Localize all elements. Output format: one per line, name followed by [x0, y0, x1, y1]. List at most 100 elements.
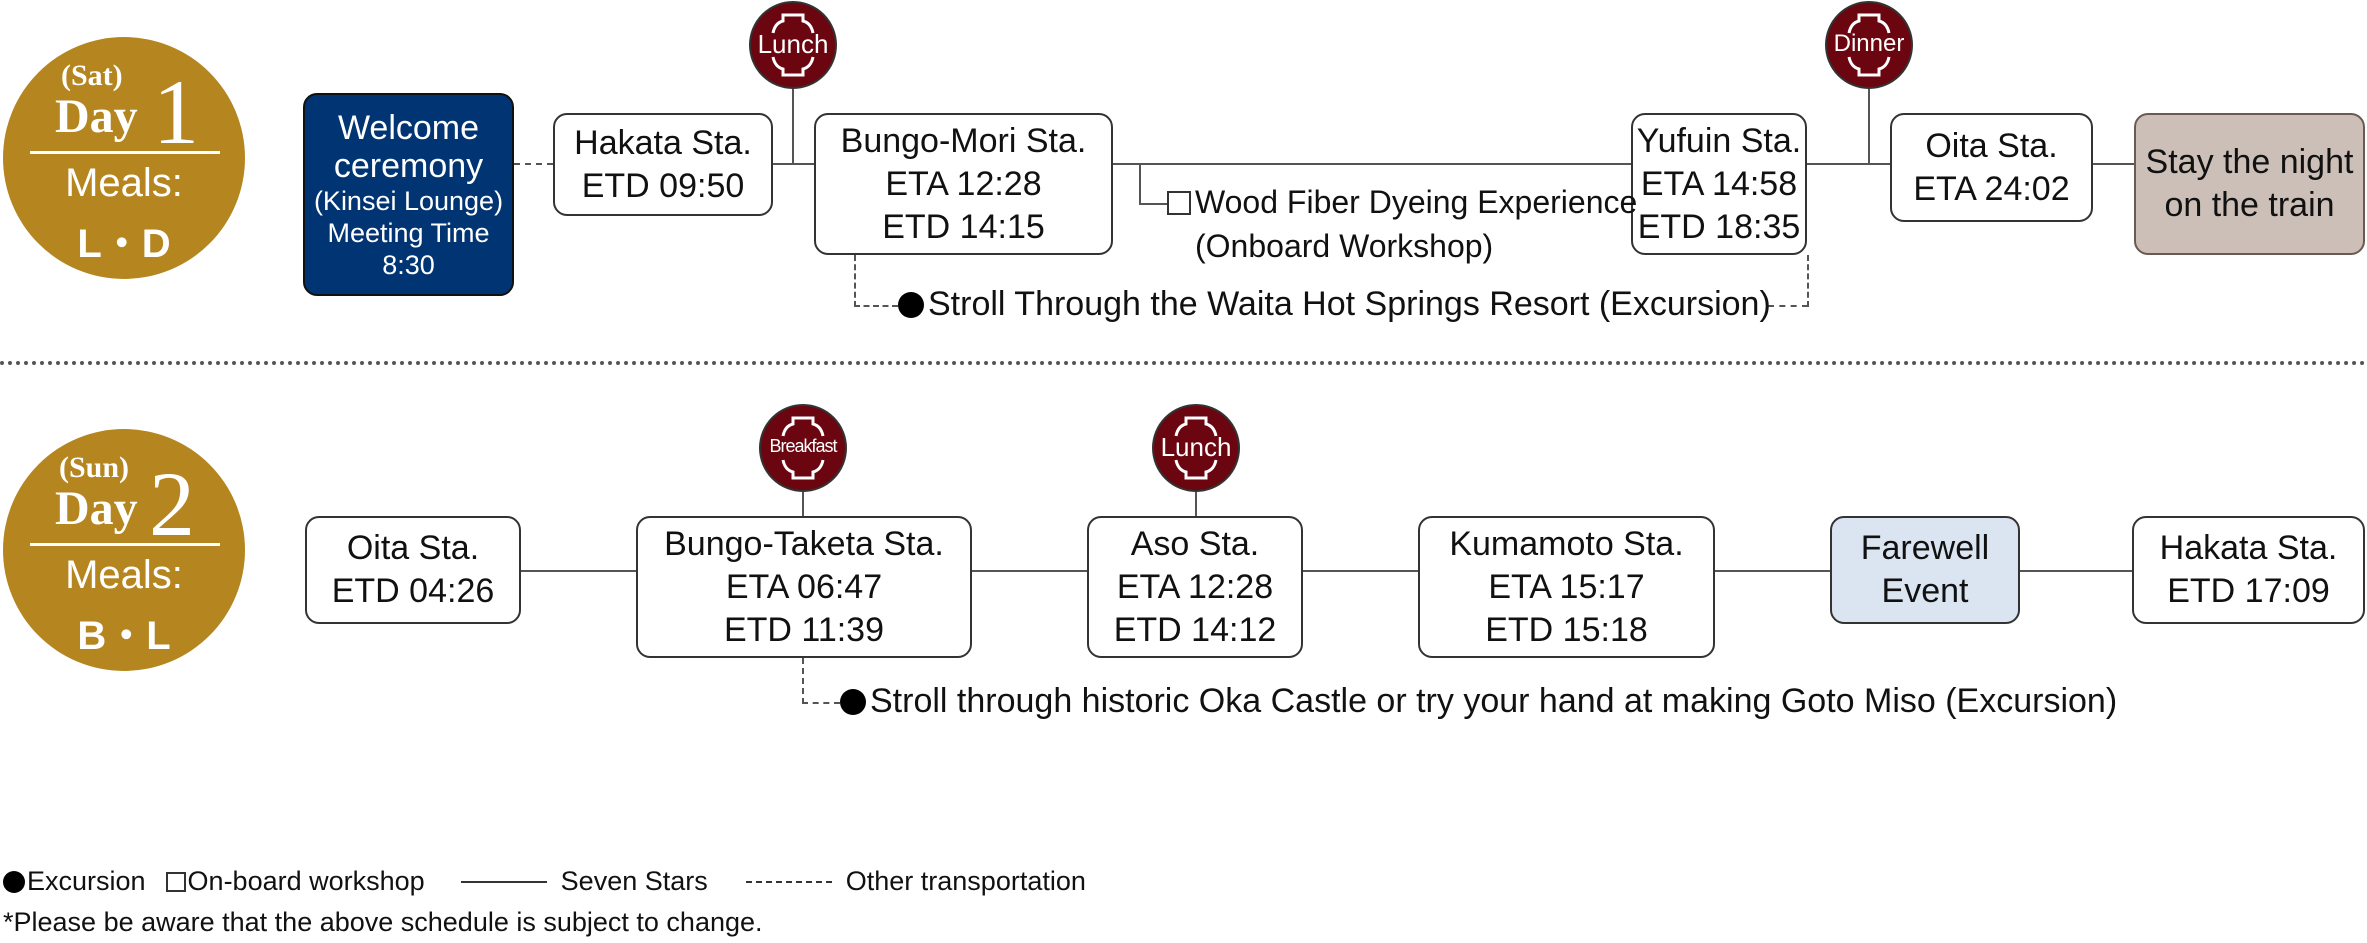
station-name: Bungo-Mori Sta.	[840, 121, 1087, 160]
meal-label: Lunch	[757, 29, 829, 59]
legend: Excursion On-board workshop Seven Stars …	[3, 866, 1086, 897]
legend-excursion: Excursion	[27, 866, 146, 896]
day2-weekday: (Sun)	[59, 451, 130, 484]
day1-badge: (Sat) Day 1 Meals: L・D	[3, 37, 245, 279]
meal-frame-icon	[771, 13, 815, 77]
welcome-line: (Kinsei Lounge)	[313, 185, 504, 216]
station-time: ETD 17:09	[2167, 572, 2330, 610]
station-time: ETA 06:47	[725, 567, 883, 606]
workshop-square-icon	[1167, 190, 1191, 215]
seven-stars-line	[972, 570, 1087, 572]
station-hakata-day2[interactable]: Hakata Sta. ETD 17:09	[2132, 516, 2365, 624]
meal-frame-icon	[1174, 416, 1218, 480]
excursion-text: Stroll Through the Waita Hot Springs Res…	[928, 285, 1771, 323]
stay-line: Stay the night	[2145, 143, 2354, 181]
meal-connector	[1195, 492, 1197, 516]
meal-label: Lunch	[1160, 432, 1232, 462]
excursion-dot-icon	[898, 291, 924, 318]
stay-on-train-box: Stay the night on the train	[2134, 113, 2365, 255]
day1-divider	[30, 151, 220, 154]
welcome-line: Meeting Time	[327, 217, 490, 248]
dinner-icon: Dinner	[1825, 1, 1913, 89]
station-time: ETD 14:15	[882, 207, 1045, 246]
workshop-item: Wood Fiber Dyeing Experience	[1167, 184, 1637, 221]
legend-excursion-icon	[3, 870, 25, 893]
lunch-icon: Lunch	[749, 1, 837, 89]
station-time: ETD 11:39	[723, 610, 884, 649]
excursion-connector	[1768, 305, 1808, 307]
day1-weekday: (Sat)	[61, 59, 123, 92]
excursion-item: Stroll Through the Waita Hot Springs Res…	[898, 285, 1771, 324]
station-hakata[interactable]: Hakata Sta. ETD 09:50	[553, 113, 773, 216]
seven-stars-line	[1303, 570, 1418, 572]
station-oita[interactable]: Oita Sta. ETA 24:02	[1890, 113, 2093, 222]
seven-stars-line	[1113, 163, 1631, 165]
station-name: Oita Sta.	[346, 529, 480, 567]
seven-stars-line	[2020, 570, 2132, 572]
station-name: Kumamoto Sta.	[1449, 524, 1684, 563]
excursion-connector	[854, 305, 898, 307]
stay-line: on the train	[2164, 186, 2335, 224]
schedule-note: *Please be aware that the above schedule…	[3, 907, 763, 937]
seven-stars-line	[521, 570, 636, 572]
day-separator	[0, 361, 2367, 365]
station-time: ETD 15:18	[1485, 610, 1648, 649]
excursion-dot-icon	[840, 688, 866, 715]
other-transport-line	[514, 163, 553, 165]
meal-label: Breakfast	[769, 436, 837, 456]
station-time: ETA 15:17	[1488, 567, 1645, 606]
excursion-item: Stroll through historic Oka Castle or tr…	[840, 682, 2117, 721]
day1-meals-label: Meals:	[65, 161, 183, 205]
station-name: Oita Sta.	[1925, 126, 2058, 165]
station-time: ETD 04:26	[331, 572, 495, 610]
workshop-title: Wood Fiber Dyeing Experience	[1195, 184, 1638, 220]
workshop-connector	[1139, 203, 1167, 205]
legend-dashed-line-icon	[745, 880, 832, 883]
station-kumamoto[interactable]: Kumamoto Sta. ETA 15:17 ETD 15:18	[1418, 516, 1715, 658]
legend-workshop-icon	[165, 871, 186, 892]
day1-day-label: Day	[55, 90, 138, 143]
meal-connector	[1868, 89, 1870, 164]
meal-frame-icon	[1847, 13, 1891, 77]
excursion-connector	[1807, 255, 1809, 307]
legend-solid-line-icon	[460, 880, 547, 883]
day2-meal-codes: B・L	[77, 614, 171, 658]
meal-label: Dinner	[1833, 30, 1905, 57]
legend-other-transport: Other transportation	[845, 866, 1086, 896]
station-yufuin[interactable]: Yufuin Sta. ETA 14:58 ETD 18:35	[1631, 113, 1807, 255]
farewell-line: Farewell	[1860, 529, 1990, 567]
excursion-connector	[854, 255, 856, 307]
meal-connector	[792, 89, 794, 164]
station-time: ETD 18:35	[1637, 207, 1801, 246]
welcome-ceremony-box: Welcome ceremony (Kinsei Lounge) Meeting…	[303, 93, 514, 296]
meal-frame-icon	[781, 416, 825, 480]
station-name: Hakata Sta.	[2159, 529, 2338, 567]
seven-stars-line	[1715, 570, 1830, 572]
station-aso[interactable]: Aso Sta. ETA 12:28 ETD 14:12	[1087, 516, 1303, 658]
station-time: ETA 24:02	[1913, 169, 2070, 208]
seven-stars-line	[2093, 163, 2134, 165]
day2-day-number: 2	[149, 453, 195, 555]
day2-badge: (Sun) Day 2 Meals: B・L	[3, 429, 245, 671]
workshop-subtitle: (Onboard Workshop)	[1195, 228, 1493, 265]
station-time: ETD 09:50	[581, 166, 745, 205]
station-oita-day2[interactable]: Oita Sta. ETD 04:26	[305, 516, 521, 624]
station-bungo-taketa[interactable]: Bungo-Taketa Sta. ETA 06:47 ETD 11:39	[636, 516, 972, 658]
legend-workshop: On-board workshop	[187, 866, 425, 896]
station-name: Bungo-Taketa Sta.	[664, 524, 944, 563]
day2-day-label: Day	[55, 482, 138, 535]
seven-stars-line	[773, 163, 814, 165]
station-name: Yufuin Sta.	[1636, 121, 1802, 160]
day1-meal-codes: L・D	[77, 222, 171, 266]
station-bungo-mori[interactable]: Bungo-Mori Sta. ETA 12:28 ETD 14:15	[814, 113, 1113, 255]
legend-seven-stars: Seven Stars	[560, 866, 708, 896]
farewell-event-box: Farewell Event	[1830, 516, 2020, 624]
day2-meals-label: Meals:	[65, 553, 183, 597]
workshop-connector	[1139, 164, 1141, 205]
meal-connector	[802, 492, 804, 516]
station-name: Hakata Sta.	[574, 123, 752, 162]
welcome-line: Welcome	[337, 108, 480, 147]
farewell-line: Event	[1881, 572, 1969, 610]
excursion-text: Stroll through historic Oka Castle or tr…	[870, 682, 2118, 720]
welcome-line: ceremony	[333, 146, 484, 185]
